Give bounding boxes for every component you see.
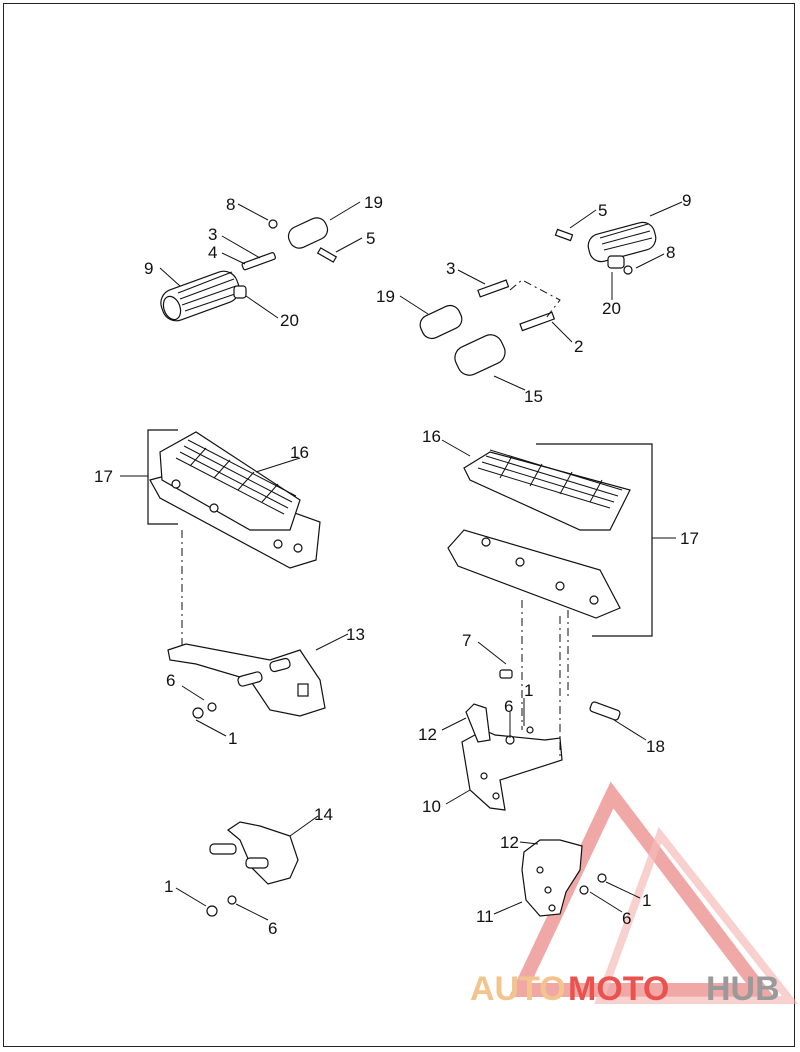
callout-20: 20 [280,311,299,330]
callout-3b: 3 [446,259,455,278]
right-floorboard-assembly [447,443,653,637]
callout-12b: 12 [500,833,519,852]
callout-1d: 1 [642,891,651,910]
callout-4: 4 [208,243,217,262]
callout-8: 8 [226,195,235,214]
callout-6d: 6 [622,909,631,928]
callout-5: 5 [366,229,375,248]
callout-9b: 9 [682,191,691,210]
callout-11: 11 [476,907,494,926]
leader-lines [120,201,683,921]
callout-3: 3 [208,225,217,244]
callout-16: 16 [290,443,309,462]
callout-20b: 20 [602,299,621,318]
callout-18: 18 [646,737,665,756]
callout-16b: 16 [422,427,441,446]
callout-8b: 8 [666,243,675,262]
watermark-hub: HUB [706,970,780,1008]
callout-17b: 17 [680,529,699,548]
callout-9: 9 [144,259,153,278]
left-mount-bracket [167,643,326,719]
callout-13: 13 [346,625,365,644]
diagram-frame [3,3,795,1047]
callout-6b: 6 [504,697,513,716]
callout-10: 10 [422,797,441,816]
right-footpeg-assembly [419,221,657,376]
bracket-11 [521,839,607,917]
callout-7: 7 [462,631,471,650]
callout-2: 2 [574,337,583,356]
callout-15: 15 [524,387,543,406]
callout-5b: 5 [598,201,607,220]
callout-6: 6 [166,671,175,690]
callout-6c: 6 [268,919,277,938]
callout-19: 19 [364,193,383,212]
bracket-14 [206,821,299,917]
left-floorboard-assembly [147,429,321,569]
dash-center-lines [181,279,569,760]
callout-labels: 8 19 3 4 5 9 20 5 9 3 8 19 20 2 15 16 17… [94,191,699,938]
callout-12: 12 [418,725,437,744]
callout-14: 14 [314,805,333,824]
watermark-moto: MOTO [568,970,669,1008]
left-footpeg-assembly [160,217,338,322]
callout-17: 17 [94,467,113,486]
callout-1: 1 [228,729,237,748]
watermark-logo-text: AUTO MOTO HUB [470,970,780,1008]
right-mount-bracket [461,669,621,811]
watermark-auto: AUTO [470,970,566,1008]
callout-1b: 1 [524,681,533,700]
callout-1c: 1 [164,877,173,896]
callout-19b: 19 [376,287,395,306]
